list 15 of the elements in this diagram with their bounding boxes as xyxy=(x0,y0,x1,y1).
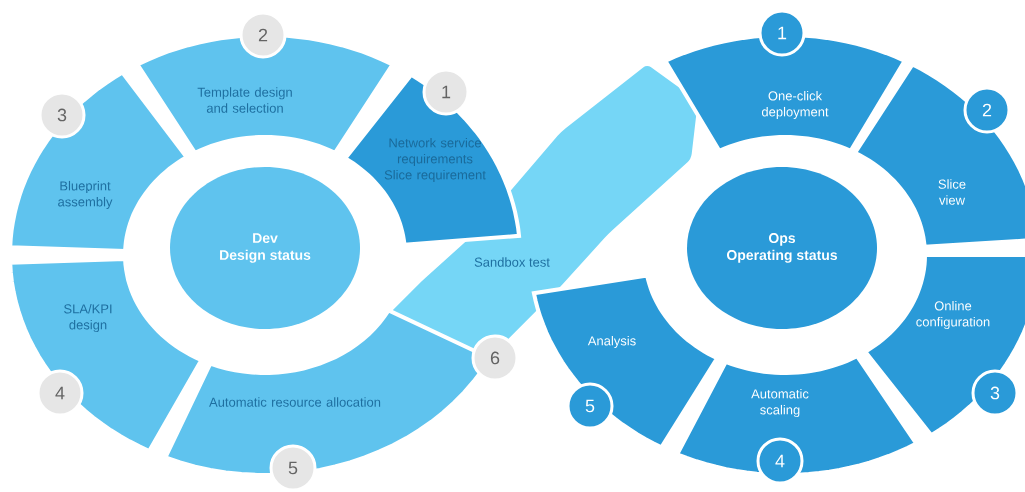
number-badge: 3 xyxy=(971,369,1019,417)
number-badge: 1 xyxy=(758,9,806,57)
number-badge: 2 xyxy=(239,11,287,59)
number-badge: 2 xyxy=(963,86,1011,134)
number-badge: 6 xyxy=(471,334,519,382)
number-badge: 5 xyxy=(566,382,614,430)
node-label: SLA/KPI design xyxy=(64,303,112,333)
node-label: Slice view xyxy=(938,179,966,205)
number-badge: 1 xyxy=(422,68,470,116)
node-label: 4 xyxy=(775,454,785,468)
node-label: Analysis xyxy=(587,335,636,349)
number-badge: 4 xyxy=(756,437,804,485)
number-badge: 5 xyxy=(269,444,317,492)
number-badge: 3 xyxy=(38,91,86,139)
number-badge: 4 xyxy=(36,369,84,417)
